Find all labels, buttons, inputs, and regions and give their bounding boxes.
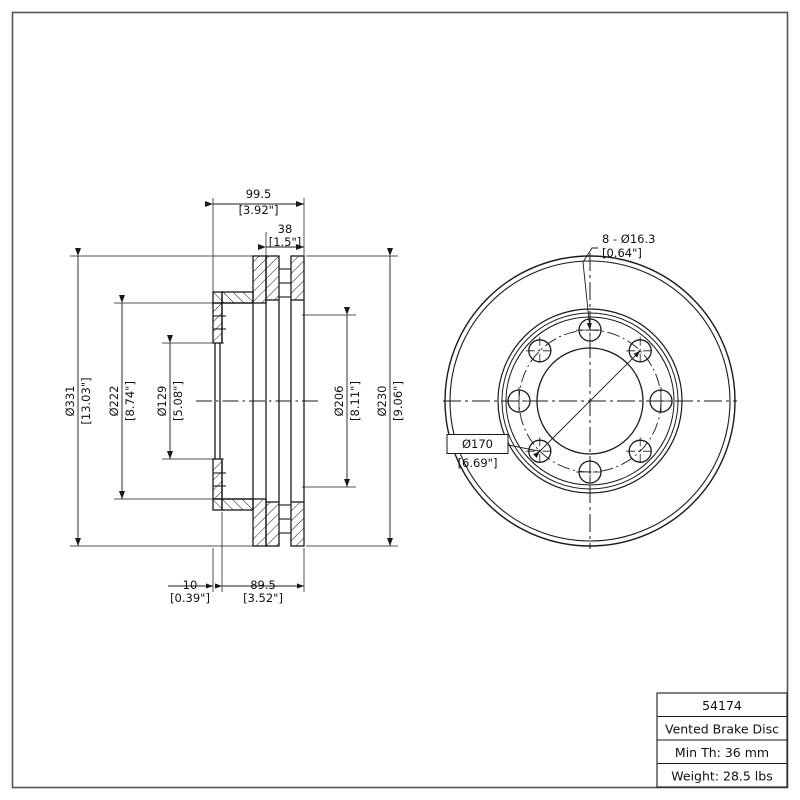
dimension-disc-thickness: 38 [1.5"]	[258, 222, 304, 250]
dim-895-metric: 89.5	[250, 578, 276, 592]
dim-995-imperial: [3.92"]	[239, 203, 279, 217]
friction-ring-inboard-plate-top	[290, 255, 305, 301]
bolt-hole	[576, 458, 604, 486]
bolt-hole-marks-bottom	[213, 472, 226, 487]
basic-dimension-box	[446, 434, 509, 454]
center-bore-walls	[214, 303, 223, 499]
dim-10-metric: 10	[183, 578, 198, 592]
rotor-outer-inner-circle	[449, 260, 731, 542]
bolt-circle-callout: Ø170 [6.69"]	[446, 434, 540, 470]
hub-flange-bottom	[212, 458, 223, 511]
dim-222-metric: Ø222	[107, 385, 121, 416]
dim-331-imperial: [13.03"]	[79, 377, 93, 424]
friction-ring-outboard-plate-bottom	[265, 501, 280, 547]
callout-bolt-circle-imperial: [6.69"]	[458, 456, 498, 470]
bolt-hole-marks-top	[213, 315, 226, 330]
dim-331-metric: Ø331	[63, 385, 77, 416]
rotor-hat-wall-top	[252, 255, 267, 304]
dimension-flange-thickness: 10 [0.39"]	[168, 578, 213, 605]
dim-129-metric: Ø129	[155, 385, 169, 416]
dim-129-imperial: [5.08"]	[171, 381, 185, 421]
dim-230-imperial: [9.06"]	[391, 381, 405, 421]
bolt-hole	[647, 387, 675, 415]
dimension-inner-friction-diameter: Ø206 [8.11"]	[332, 307, 362, 487]
dimension-hub-flange-diameter: Ø222 [8.74"]	[107, 295, 137, 499]
rotor-hat-wall-bottom	[252, 498, 267, 547]
dim-38-imperial: [1.5"]	[269, 235, 302, 249]
dim-895-imperial: [3.52"]	[243, 591, 283, 605]
dim-230-metric: Ø230	[375, 385, 389, 416]
bolt-circle-dimension-line	[533, 350, 641, 458]
rotor-web-top	[221, 291, 254, 304]
dim-206-metric: Ø206	[332, 385, 346, 416]
rotor-outer-edge-circle	[444, 255, 736, 547]
dimension-overall-width: 99.5 [3.92"]	[205, 187, 304, 217]
callout-bolt-circle-metric: Ø170	[462, 437, 493, 451]
dimension-center-bore-diameter: Ø129 [5.08"]	[155, 335, 185, 459]
dim-222-imperial: [8.74"]	[123, 381, 137, 421]
title-block: 54174 Vented Brake Disc Min Th: 36 mm We…	[656, 692, 788, 788]
bolt-hole	[576, 316, 604, 344]
vent-gap-ribs-top	[279, 268, 291, 298]
callout-bolt-holes-imperial: [0.64"]	[602, 246, 642, 260]
friction-ring-inboard-plate-bottom	[290, 501, 305, 547]
dim-10-imperial: [0.39"]	[170, 591, 210, 605]
rotor-web-bottom	[221, 498, 254, 511]
title-block-weight: Weight: 28.5 lbs	[671, 769, 772, 784]
friction-ring-outboard-plate-top	[265, 255, 280, 301]
title-block-description: Vented Brake Disc	[665, 722, 779, 737]
bolt-hole	[525, 336, 554, 365]
dim-206-imperial: [8.11"]	[348, 381, 362, 421]
friction-ring-inner-circle-2	[501, 312, 679, 490]
friction-ring-inner-circle	[497, 308, 683, 494]
dim-995-metric: 99.5	[246, 187, 272, 201]
bolt-hole	[505, 387, 533, 415]
dimension-overall-diameter: Ø331 [13.03"]	[63, 248, 93, 546]
hub-flange-top	[212, 291, 223, 344]
dimension-hub-depth: 89.5 [3.52"]	[215, 578, 304, 605]
dim-38-metric: 38	[278, 222, 293, 236]
sheet-border	[11, 11, 789, 789]
bolt-hole-callout: 8 - Ø16.3 [0.64"]	[582, 232, 655, 331]
title-block-min-thickness: Min Th: 36 mm	[675, 745, 769, 760]
title-block-part-number: 54174	[702, 698, 742, 713]
dimension-hub-outer-diameter: Ø230 [9.06"]	[375, 248, 405, 546]
callout-bolt-holes-metric: 8 - Ø16.3	[602, 232, 655, 246]
front-circular-view	[443, 253, 737, 549]
vent-gap-ribs-bottom	[279, 504, 291, 534]
cross-section-view	[196, 255, 320, 547]
